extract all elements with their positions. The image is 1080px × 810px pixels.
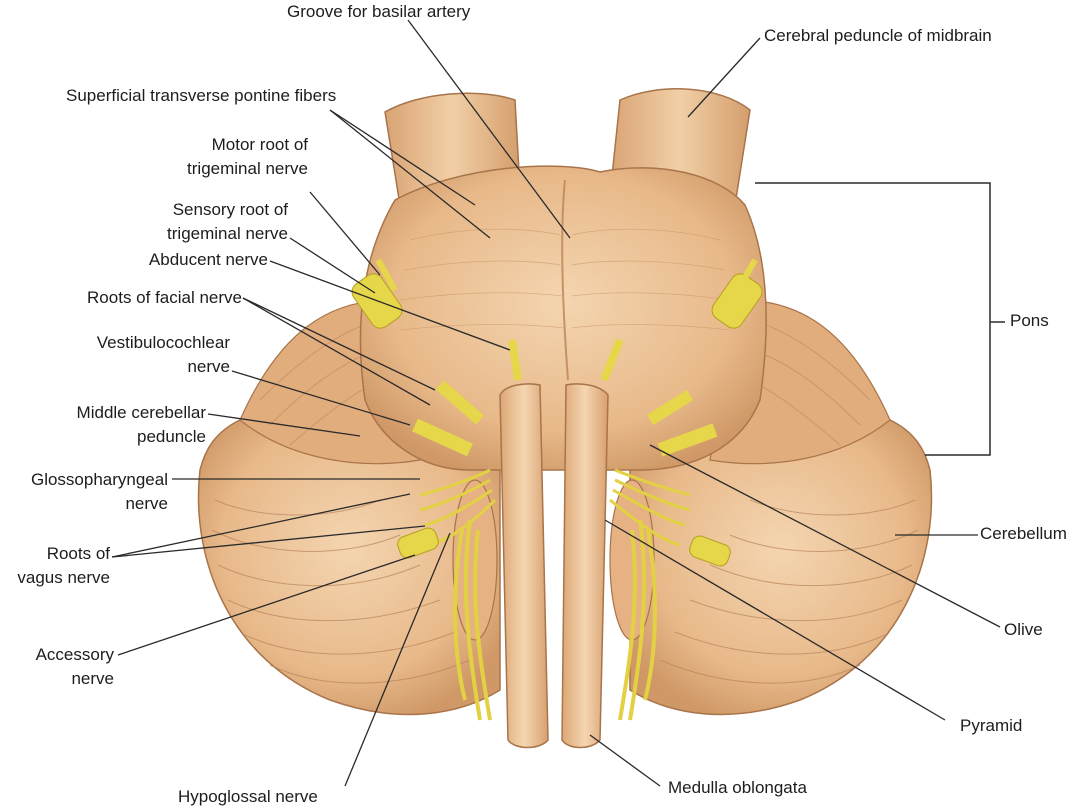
- nerves: [351, 258, 763, 721]
- label-medulla-oblongata: Medulla oblongata: [668, 776, 807, 800]
- label-text: Abducent nerve: [148, 250, 268, 269]
- label-text: Sensory root of: [172, 200, 288, 219]
- label-text: Cerebellum: [980, 524, 1067, 543]
- label-text: trigeminal nerve: [167, 224, 288, 243]
- pons-shape: [359, 165, 767, 471]
- label-abducent-nerve: Abducent nerve: [149, 248, 268, 272]
- pons-bracket: [755, 182, 1005, 456]
- label-pons: Pons: [1010, 309, 1049, 333]
- label-text: nerve: [187, 357, 230, 376]
- label-text: Groove for basilar artery: [287, 2, 471, 21]
- label-hypoglossal-nerve: Hypoglossal nerve: [178, 785, 318, 809]
- label-roots-of-vagus-nerve: Roots of vagus nerve: [17, 542, 110, 590]
- label-vestibulocochlear-nerve: Vestibulocochlear nerve: [97, 331, 230, 379]
- label-roots-of-facial-nerve: Roots of facial nerve: [87, 286, 242, 310]
- label-text: Medulla oblongata: [668, 778, 807, 797]
- label-groove-for-basilar-artery: Groove for basilar artery: [287, 0, 470, 24]
- label-text: Roots of facial nerve: [87, 288, 242, 307]
- label-text: Superficial transverse pontine fibers: [66, 86, 337, 105]
- label-text: Vestibulocochlear: [96, 333, 230, 352]
- label-motor-root-trigeminal: Motor root of trigeminal nerve: [187, 133, 308, 181]
- label-text: Hypoglossal nerve: [178, 787, 318, 806]
- label-olive: Olive: [1004, 618, 1043, 642]
- label-text: nerve: [71, 669, 114, 688]
- label-text: peduncle: [136, 427, 206, 446]
- label-text: nerve: [125, 494, 168, 513]
- label-text: Motor root of: [211, 135, 308, 154]
- label-cerebral-peduncle: Cerebral peduncle of midbrain: [764, 24, 992, 48]
- label-superficial-transverse-pontine-fibers: Superficial transverse pontine fibers: [66, 84, 336, 108]
- label-sensory-root-trigeminal: Sensory root of trigeminal nerve: [167, 198, 288, 246]
- label-text: Glossopharyngeal: [30, 470, 168, 489]
- label-accessory-nerve: Accessory nerve: [36, 643, 114, 691]
- label-text: Middle cerebellar: [76, 403, 206, 422]
- label-text: Accessory: [35, 645, 114, 664]
- label-cerebellum: Cerebellum: [980, 522, 1067, 546]
- label-pyramid: Pyramid: [960, 714, 1022, 738]
- label-middle-cerebellar-peduncle: Middle cerebellar peduncle: [77, 401, 206, 449]
- label-text: trigeminal nerve: [187, 159, 308, 178]
- label-text: vagus nerve: [17, 568, 110, 587]
- label-text: Olive: [1004, 620, 1043, 639]
- label-text: Pons: [1010, 311, 1049, 330]
- leader-lines: [111, 19, 1001, 787]
- label-text: Cerebral peduncle of midbrain: [764, 26, 992, 45]
- label-text: Roots of: [46, 544, 110, 563]
- label-text: Pyramid: [960, 716, 1023, 735]
- label-glossopharyngeal-nerve: Glossopharyngeal nerve: [31, 468, 168, 516]
